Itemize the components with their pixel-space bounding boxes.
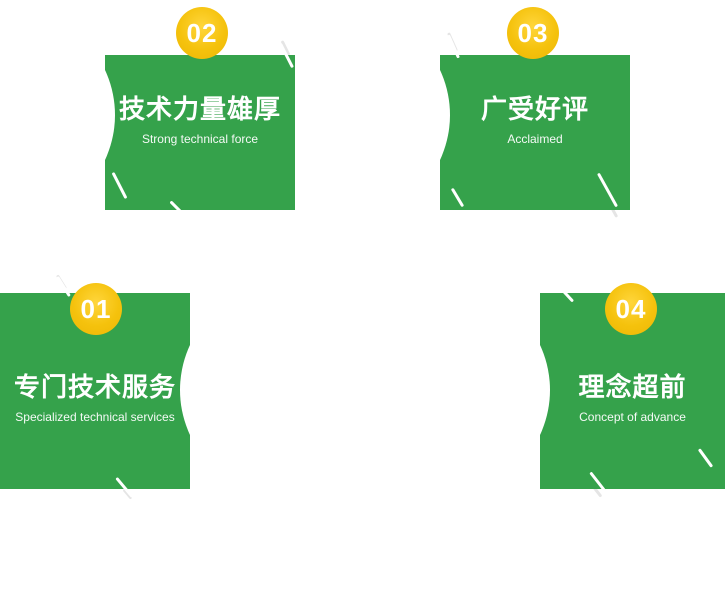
- badge-number: 02: [186, 17, 218, 48]
- card-title: 广受好评: [480, 94, 589, 124]
- notch-circle: [540, 293, 550, 489]
- card-text: 技术力量雄厚 Strong technical force: [105, 94, 295, 146]
- card-subtitle: Strong technical force: [141, 131, 259, 146]
- card-text: 专门技术服务 Specialized technical services: [0, 372, 190, 424]
- card-subtitle: Concept of advance: [579, 409, 686, 424]
- card-notch-clip: [0, 293, 190, 489]
- card-subtitle: Acclaimed: [507, 131, 563, 146]
- card-title: 专门技术服务: [13, 372, 176, 402]
- badge-02: 02: [176, 7, 228, 59]
- card-title: 技术力量雄厚: [118, 94, 281, 124]
- badge-number: 03: [517, 17, 549, 48]
- badge-number: 04: [615, 293, 647, 324]
- card-subtitle: Specialized technical services: [15, 409, 175, 424]
- notch-circle: [440, 55, 450, 210]
- badge-number: 01: [80, 293, 112, 324]
- badge-01: 01: [70, 283, 122, 335]
- feature-card-03: 03 广受好评 Acclaimed: [440, 7, 630, 210]
- feature-card-02: 02 技术力量雄厚 Strong technical force: [105, 7, 295, 215]
- card-notch-clip: [105, 55, 295, 210]
- notch-circle: [180, 293, 190, 489]
- card-text: 广受好评 Acclaimed: [440, 94, 630, 146]
- card-notch-clip: [440, 55, 630, 210]
- feature-card-04: 04 理念超前 Concept of advance: [540, 283, 725, 492]
- card-title: 理念超前: [578, 372, 687, 402]
- card-notch-clip: [540, 293, 725, 489]
- notch-circle: [105, 55, 115, 210]
- card-text: 理念超前 Concept of advance: [540, 372, 725, 424]
- badge-03: 03: [507, 7, 559, 59]
- feature-card-01: 01 专门技术服务 Specialized technical services: [0, 275, 190, 499]
- badge-04: 04: [605, 283, 657, 335]
